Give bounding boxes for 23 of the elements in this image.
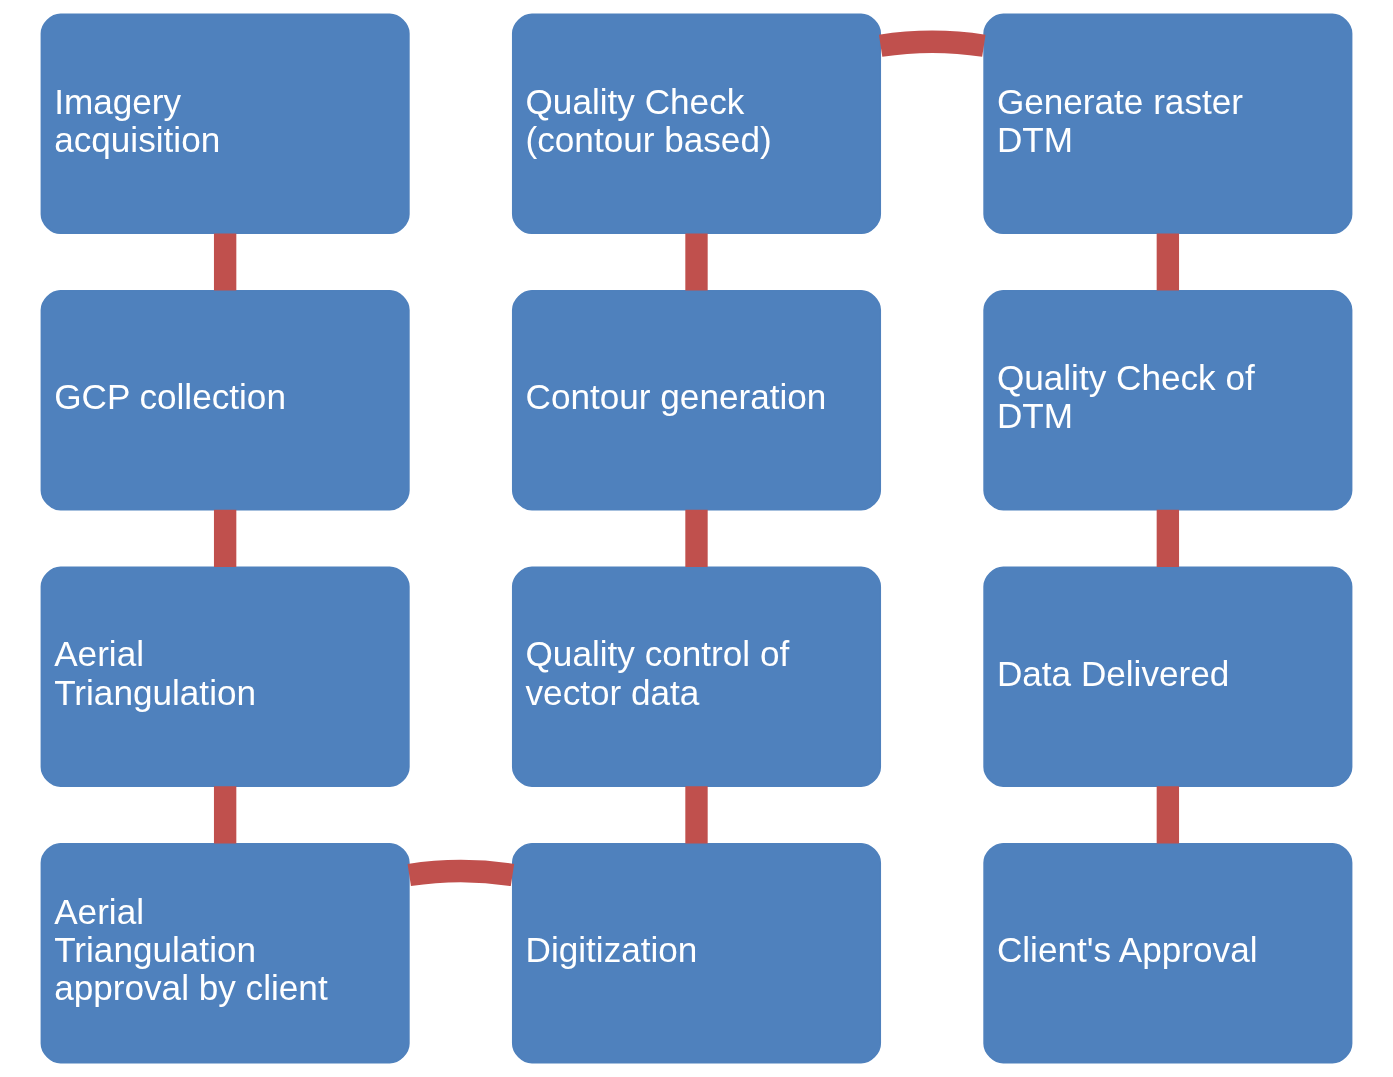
connector	[213, 233, 237, 291]
node-box: Digitization	[511, 842, 882, 1064]
connector	[1156, 786, 1180, 844]
node-box: Contour generation	[511, 290, 882, 511]
node-box: Quality Check of DTM	[983, 290, 1353, 511]
node-box: Aerial Triangulation	[40, 566, 410, 787]
connector	[407, 859, 515, 887]
node-box: GCP collection	[40, 290, 410, 511]
node-box: Quality control of vector data	[511, 566, 882, 787]
connector	[685, 509, 708, 567]
node-box: Generate raster DTM	[983, 13, 1353, 235]
node-box: Quality Check (contour based)	[511, 13, 882, 235]
connector	[213, 786, 237, 844]
connector	[1156, 509, 1180, 567]
node-box: Imagery acquisition	[40, 13, 410, 235]
node-box: Client's Approval	[983, 842, 1353, 1064]
connector	[1156, 233, 1180, 291]
node-box: Aerial Triangulation approval by client	[40, 842, 410, 1064]
node-box: Data Delivered	[983, 566, 1353, 787]
connector	[685, 233, 708, 291]
connector	[685, 786, 708, 844]
connector	[213, 509, 237, 567]
connector	[879, 30, 986, 57]
